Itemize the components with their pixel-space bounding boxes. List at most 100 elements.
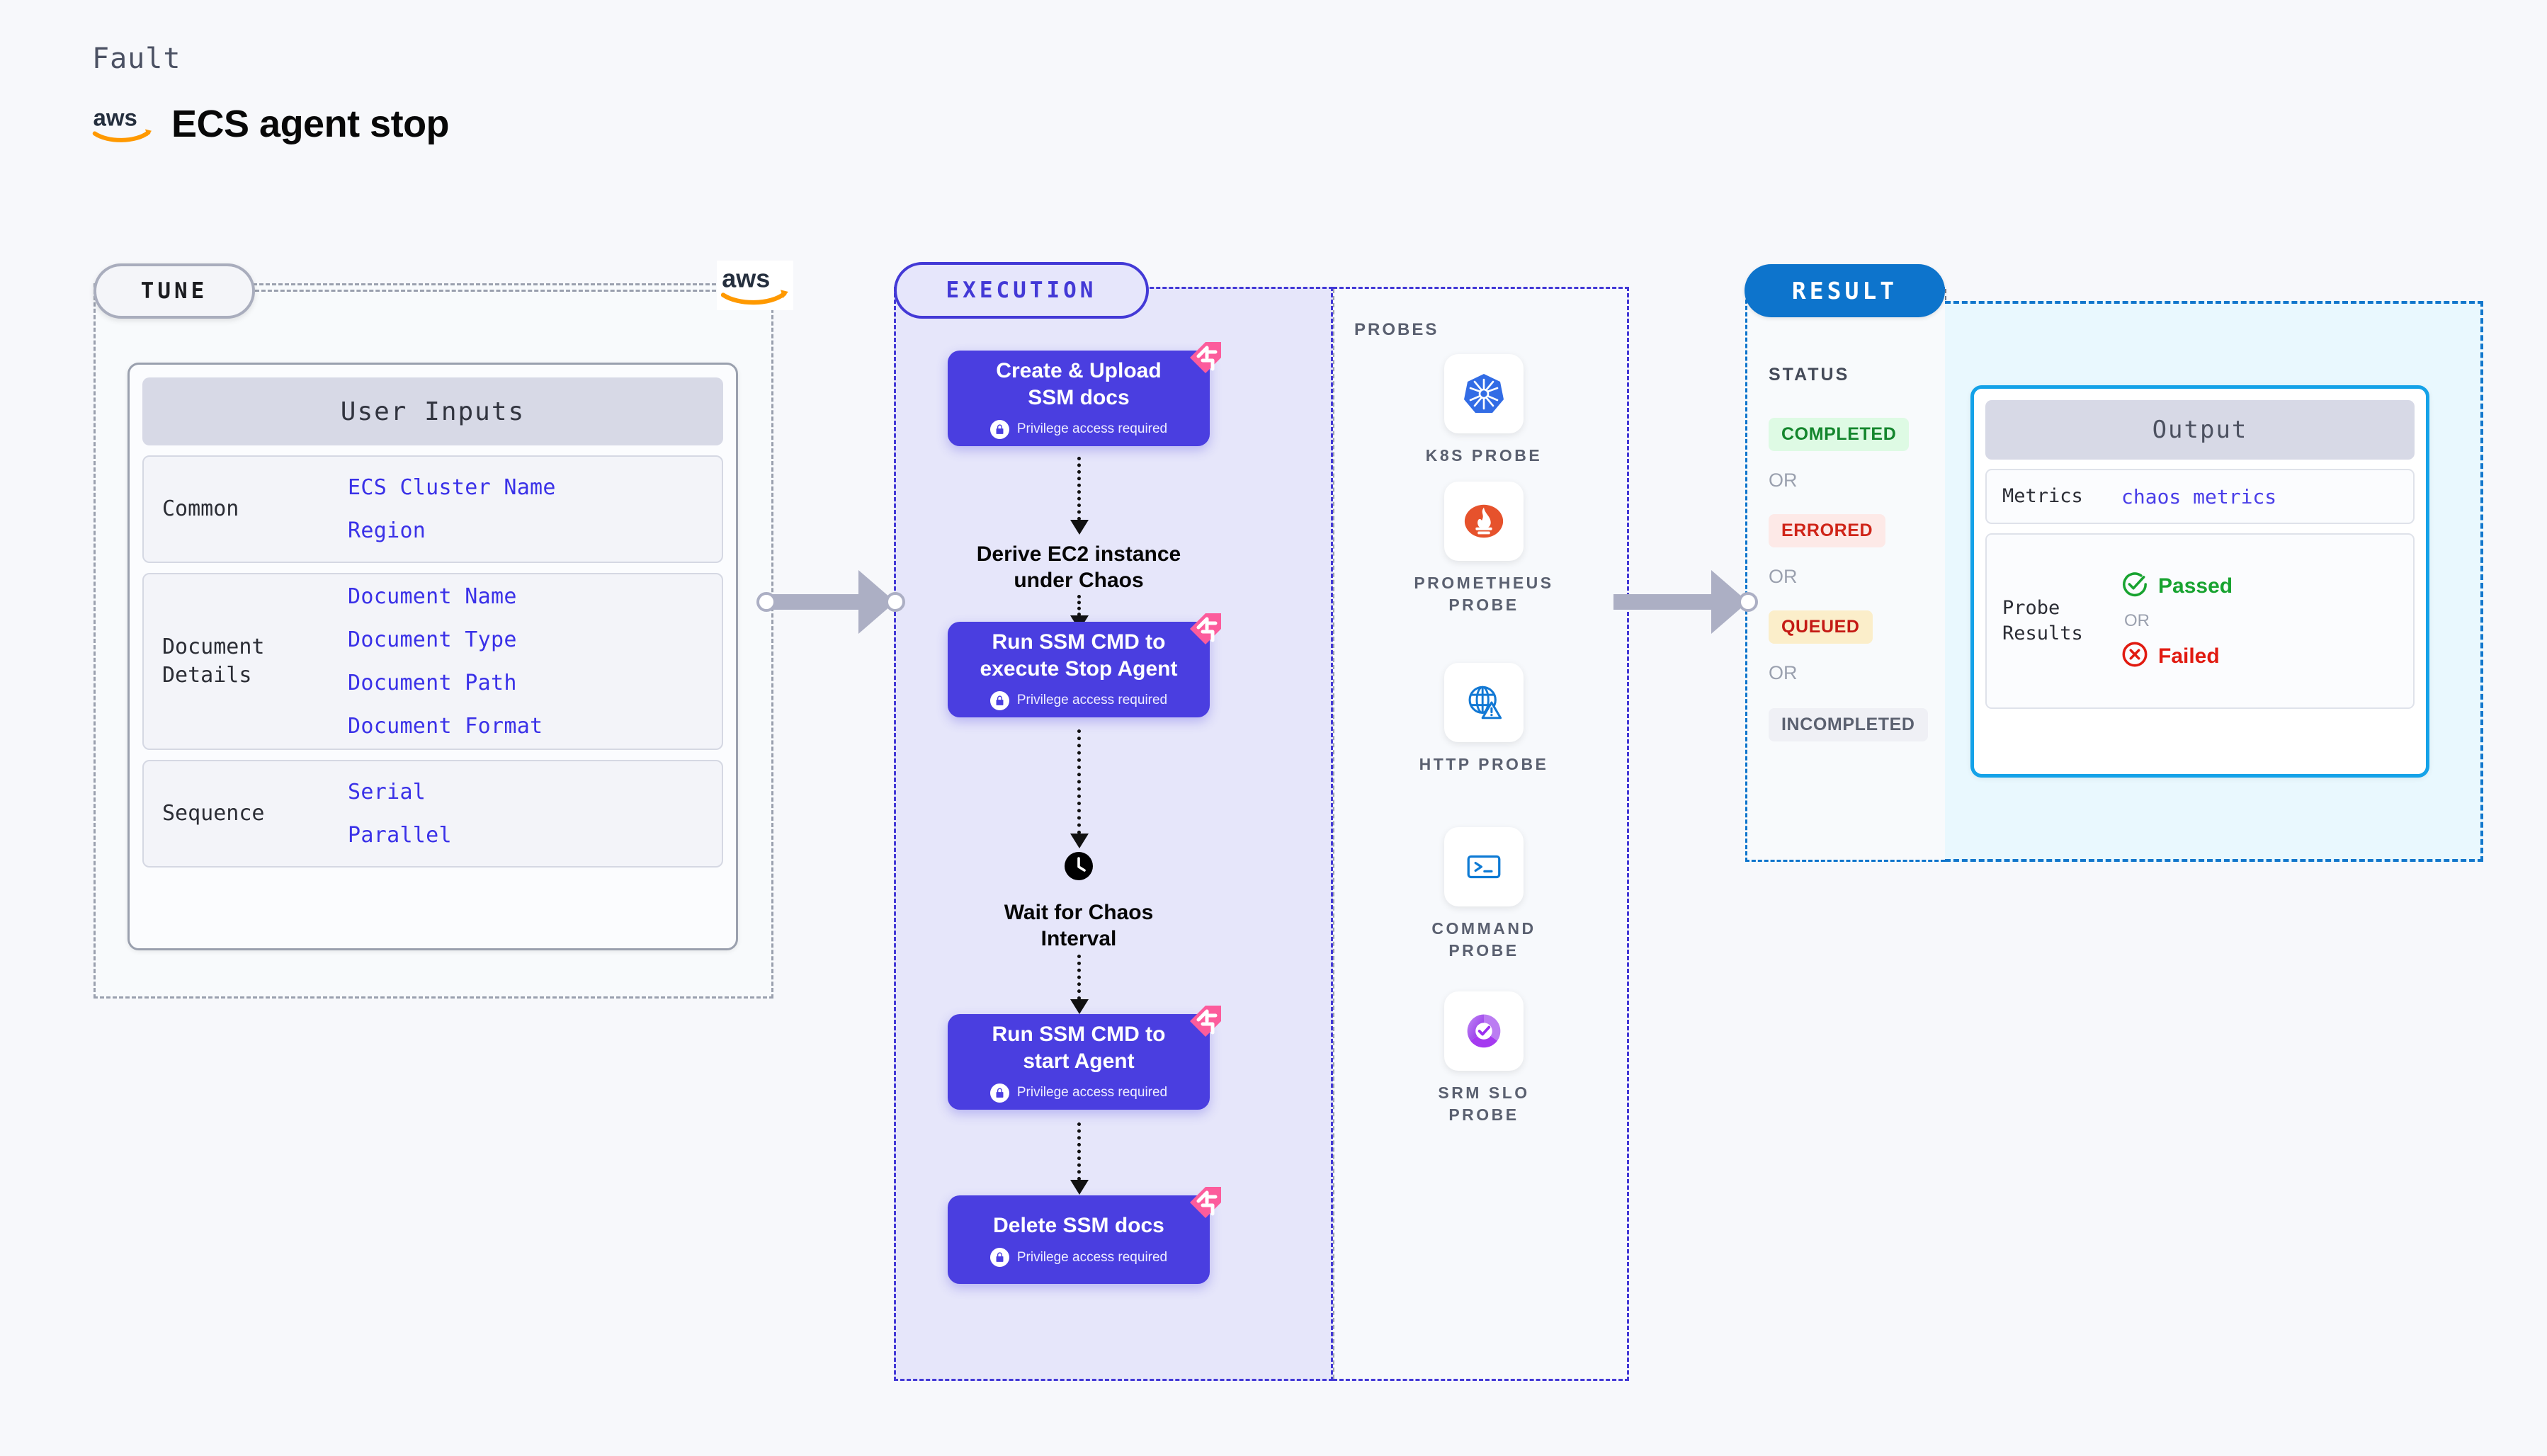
input-value[interactable]: Region (348, 518, 426, 543)
title-row: aws ECS agent stop (92, 102, 450, 146)
probe-item-k8s[interactable]: K8S PROBE (1388, 354, 1579, 467)
status-label: STATUS (1769, 365, 1850, 385)
or-separator: OR (1769, 470, 1798, 491)
privilege-row: Privilege access required (989, 1248, 1168, 1268)
node-title: Delete SSM docs (993, 1213, 1164, 1237)
input-group-common: Common ECS Cluster Name Region (142, 455, 723, 563)
clock-icon (1065, 852, 1093, 880)
terminal-icon (1444, 827, 1524, 906)
execution-to-result-arrow (1613, 570, 1758, 634)
metrics-value[interactable]: chaos metrics (2121, 484, 2277, 508)
hub-ribbon-icon (1184, 1181, 1223, 1219)
input-value[interactable]: Document Format (348, 714, 543, 739)
status-badge-incompleted: INCOMPLETED (1769, 708, 1928, 741)
privilege-text: Privilege access required (1016, 1249, 1168, 1265)
flow-arrow (1070, 955, 1089, 1014)
privilege-row: Privilege access required (989, 690, 1168, 710)
probe-item-http[interactable]: HTTP PROBE (1388, 663, 1579, 775)
fault-kicker: Fault (92, 42, 181, 75)
result-pill[interactable]: RESULT (1745, 264, 1945, 317)
tune-pill[interactable]: TUNE (93, 263, 255, 319)
probe-label: K8S PROBE (1425, 446, 1543, 465)
flow-arrow (1070, 729, 1089, 848)
input-value[interactable]: Serial (348, 780, 426, 804)
status-badge-completed: COMPLETED (1769, 418, 1910, 451)
svg-text:aws: aws (93, 104, 137, 130)
passed-text: Passed (2158, 574, 2233, 598)
input-value[interactable]: Document Path (348, 671, 517, 695)
status-badge-queued: QUEUED (1769, 610, 1873, 644)
x-circle-icon (2121, 641, 2148, 671)
input-group-label: Sequence (162, 801, 265, 826)
prometheus-icon (1444, 482, 1524, 561)
probes-section-label: PROBES (1354, 320, 1439, 339)
failed-text: Failed (2158, 644, 2220, 668)
flow-arrow (1070, 595, 1089, 630)
input-group-sequence: Sequence Serial Parallel (142, 760, 723, 868)
metrics-label: Metrics (2002, 485, 2083, 508)
lock-icon (989, 1083, 1009, 1103)
or-separator: OR (2124, 611, 2150, 630)
tune-to-execution-arrow (756, 570, 905, 634)
input-value[interactable]: Parallel (348, 823, 452, 848)
input-value[interactable]: ECS Cluster Name (348, 475, 556, 500)
probes-divider (1333, 289, 1334, 1379)
input-group-label: Document Details (162, 635, 265, 688)
check-circle-icon (2121, 571, 2148, 601)
status-badge-errored: ERRORED (1769, 514, 1886, 547)
user-inputs-header: User Inputs (142, 377, 723, 445)
privilege-text: Privilege access required (1016, 693, 1168, 708)
probe-label: HTTP PROBE (1419, 755, 1549, 773)
hub-ribbon-icon (1184, 608, 1223, 646)
srm-slo-icon (1444, 991, 1524, 1071)
tune-connector-line (255, 290, 722, 292)
hub-ribbon-icon (1184, 336, 1223, 375)
hub-ribbon-icon (1184, 1000, 1223, 1038)
privilege-text: Privilege access required (1016, 1085, 1168, 1100)
output-header: Output (1985, 400, 2415, 460)
user-inputs-card: User Inputs Common ECS Cluster Name Regi… (127, 363, 738, 950)
result-panel (1745, 287, 1945, 862)
lock-icon (989, 1248, 1009, 1268)
execution-node-delete-ssm-docs[interactable]: Delete SSM docs Privilege access require… (948, 1187, 1221, 1284)
flow-arrow (1070, 457, 1089, 535)
lock-icon (989, 690, 1009, 710)
input-value[interactable]: Document Type (348, 627, 517, 652)
or-separator: OR (1769, 662, 1798, 683)
probe-result-passed: Passed (2121, 571, 2233, 601)
page-header: Fault aws ECS agent stop (92, 42, 450, 146)
probe-result-failed: Failed (2121, 641, 2233, 671)
svg-text:aws: aws (722, 264, 770, 293)
aws-logo-icon: aws (92, 104, 156, 144)
privilege-row: Privilege access required (989, 1083, 1168, 1103)
aws-logo-icon-badge: aws (717, 261, 793, 310)
privilege-text: Privilege access required (1016, 421, 1168, 437)
privilege-row: Privilege access required (989, 419, 1168, 439)
input-group-document-details: Document Details Document Name Document … (142, 573, 723, 750)
page-title: ECS agent stop (171, 103, 450, 145)
output-row-metrics: Metrics chaos metrics (1985, 469, 2415, 524)
execution-pill[interactable]: EXECUTION (894, 262, 1149, 319)
http-globe-warning-icon (1444, 663, 1524, 742)
or-separator: OR (1769, 566, 1798, 587)
kubernetes-icon (1444, 354, 1524, 433)
input-value[interactable]: Document Name (348, 584, 517, 609)
lock-icon (989, 419, 1009, 439)
